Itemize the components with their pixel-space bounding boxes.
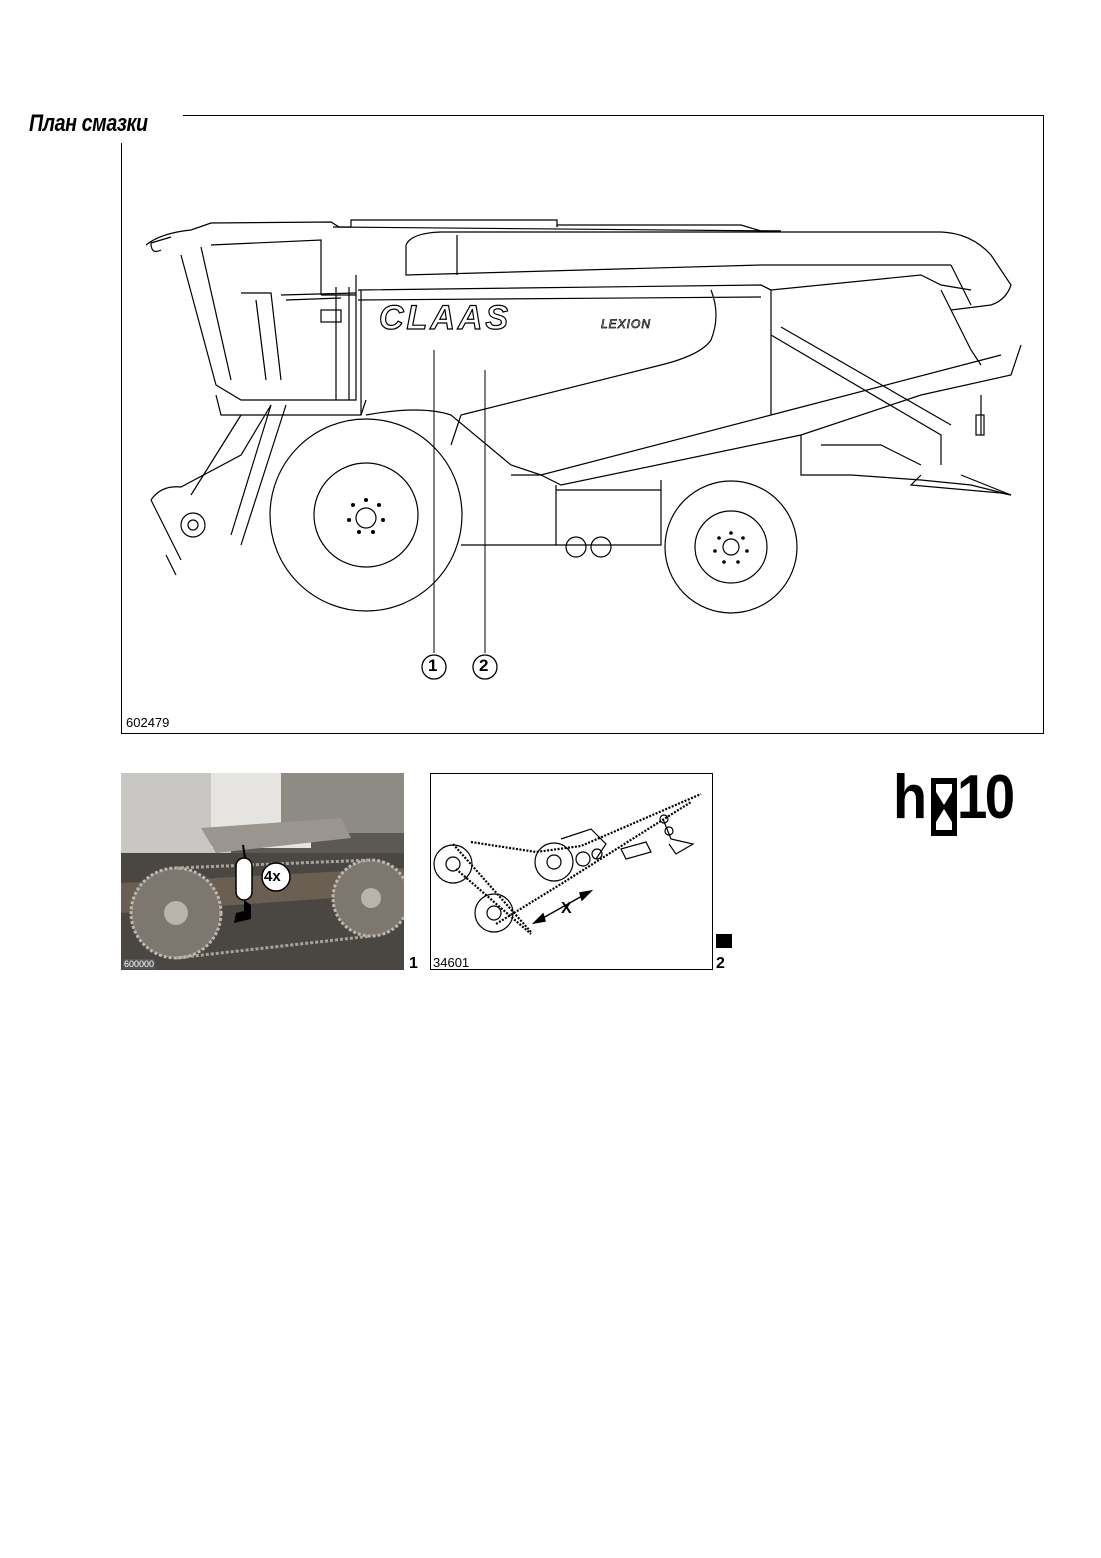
dimension-x-arrow — [531, 889, 594, 925]
figure-2-code: 34601 — [433, 955, 470, 970]
harvester-outline — [145, 219, 1022, 614]
combine-harvester-drawing: CLAAS LEXION — [121, 115, 1044, 734]
model-logo: LEXION — [601, 317, 651, 331]
hourglass-icon — [931, 778, 957, 836]
interval-value: 10 — [957, 763, 1015, 832]
page-title: План смазки — [29, 110, 148, 137]
interval-badge: h 10 — [893, 763, 1053, 840]
callout-1-label: 1 — [428, 656, 438, 675]
figure-2-diagram: X 34601 — [430, 773, 713, 970]
callout-2-circle — [472, 654, 498, 680]
filled-square-marker — [716, 934, 732, 948]
brand-logo: CLAAS — [379, 299, 511, 337]
callout-2-label: 2 — [479, 656, 489, 675]
figure-2-number: 2 — [716, 955, 725, 972]
figure-1-number: 1 — [409, 955, 418, 972]
chain-drive-photo — [121, 773, 404, 970]
wheel-bolts — [347, 498, 749, 564]
interval-prefix: h — [893, 763, 927, 832]
figure-1-code: 600000 — [123, 959, 156, 969]
figure-1-photo: 4x 600000 — [121, 773, 404, 970]
chain-tension-diagram — [433, 792, 702, 935]
figure-code: 602479 — [126, 715, 170, 730]
dimension-x-label: X — [561, 900, 572, 917]
callout-1-circle — [421, 654, 447, 680]
main-figure: CLAAS LEXION 1 2 602479 — [121, 115, 1044, 734]
grease-count-label: 4x — [264, 868, 281, 885]
